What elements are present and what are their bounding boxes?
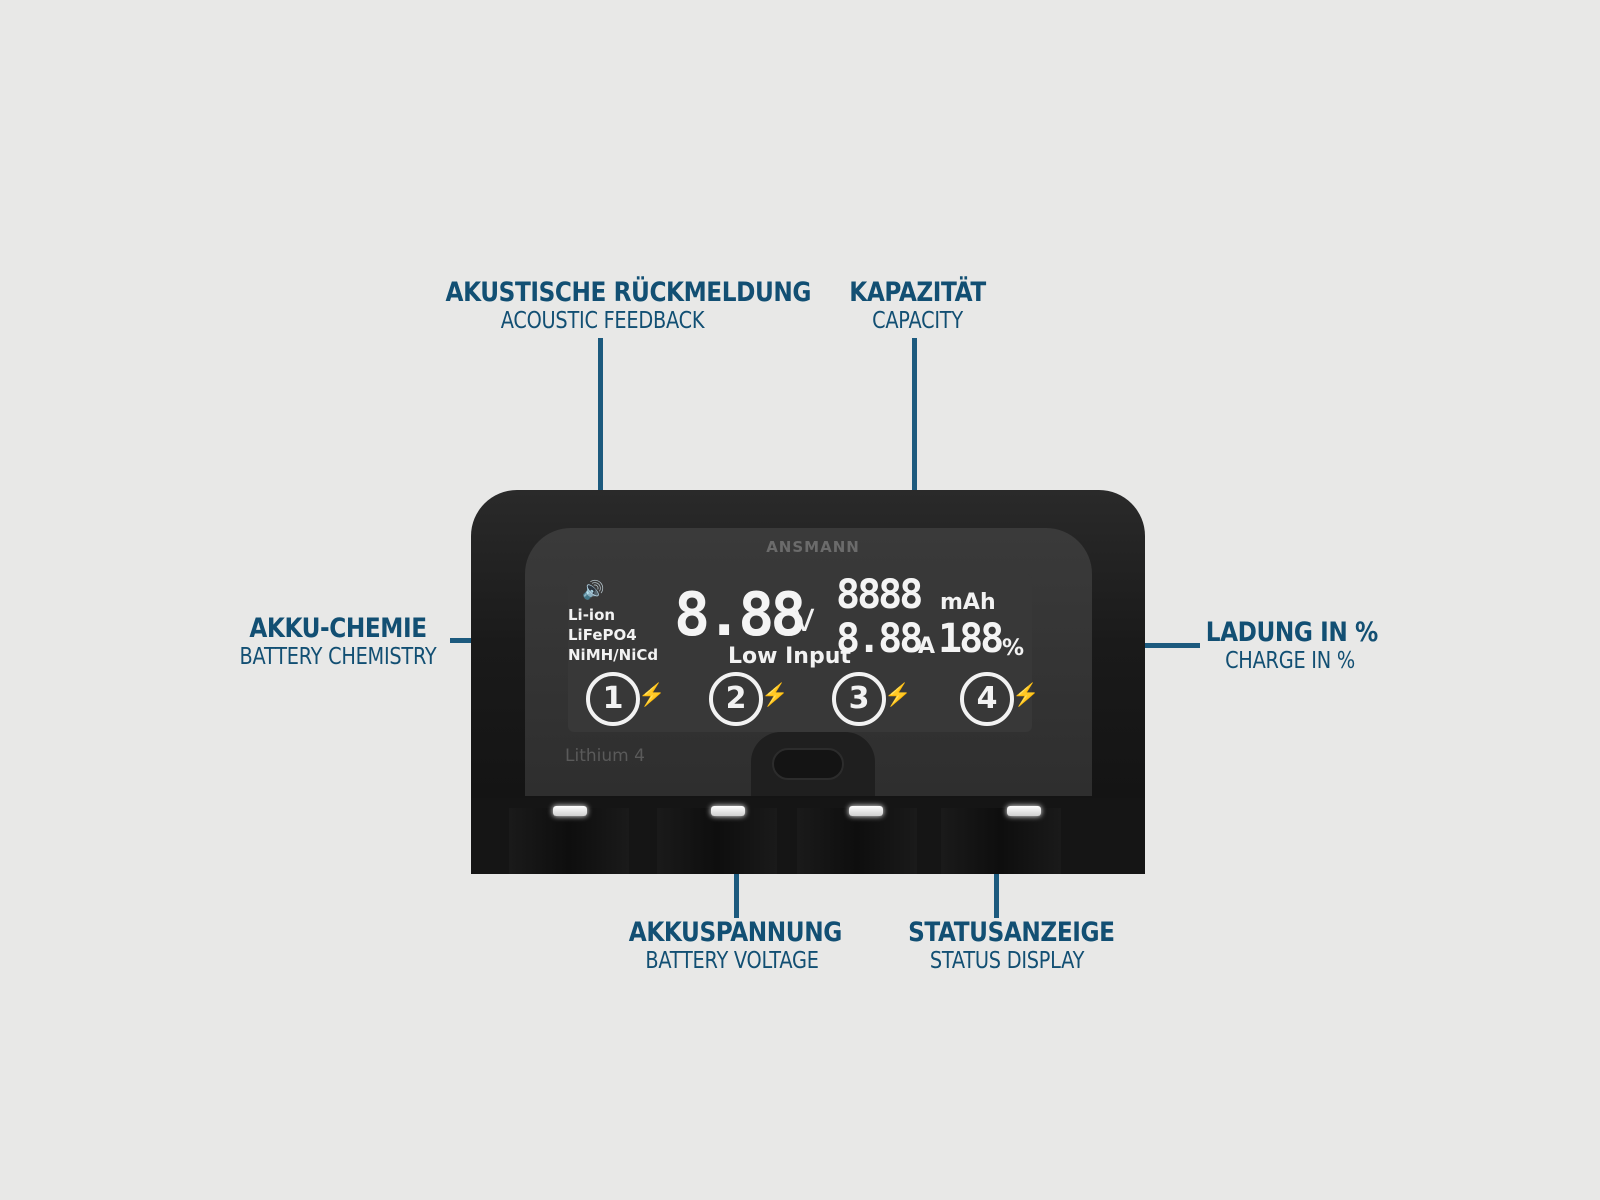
leader-line-capacity bbox=[912, 338, 917, 564]
lightning-bolt-icon: ⚡ bbox=[761, 682, 789, 707]
lightning-bolt-icon: ⚡ bbox=[638, 682, 666, 707]
slot-3-led bbox=[849, 806, 883, 816]
voltage-digits: 8.88 bbox=[674, 580, 806, 650]
slot-2-icon: 2 bbox=[709, 672, 763, 726]
battery-slots bbox=[471, 798, 1145, 874]
callout-title-de: AKKUSPANNUNG bbox=[628, 917, 842, 948]
chemistry-lifepo4: LiFePO4 bbox=[568, 626, 637, 644]
callout-title-de: KAPAZITÄT bbox=[849, 277, 986, 308]
callout-charge-percent: LADUNG IN % CHARGE IN % bbox=[1192, 617, 1388, 675]
percent-digits: 188 bbox=[938, 616, 1004, 662]
capacity-digits: 8888 bbox=[836, 572, 923, 618]
brand-logo: ANSMANN bbox=[766, 538, 860, 556]
callout-title-en: CHARGE IN % bbox=[1225, 648, 1355, 674]
callout-battery-chemistry: AKKU-CHEMIE BATTERY CHEMISTRY bbox=[212, 613, 464, 671]
callout-title-en: STATUS DISPLAY bbox=[929, 948, 1085, 974]
percent-unit: % bbox=[1002, 636, 1025, 661]
callout-title-de: STATUSANZEIGE bbox=[908, 917, 1115, 948]
slot-2-led bbox=[711, 806, 745, 816]
callout-title-en: CAPACITY bbox=[872, 308, 963, 334]
battery-slot-2 bbox=[657, 808, 777, 874]
battery-slot-4 bbox=[941, 808, 1061, 874]
capacity-unit: mAh bbox=[940, 590, 996, 615]
speaker-icon: 🔊 bbox=[582, 580, 605, 601]
chemistry-nimh-nicd: NiMH/NiCd bbox=[568, 646, 659, 664]
current-digits: 8.88 bbox=[836, 616, 923, 662]
callout-title-en: BATTERY VOLTAGE bbox=[645, 948, 819, 974]
charger-front-panel: ANSMANN 🔊 Li-ion LiFePO4 NiMH/NiCd 8.88 … bbox=[525, 528, 1092, 796]
chemistry-li-ion: Li-ion bbox=[568, 606, 616, 624]
callout-status-display: STATUSANZEIGE STATUS DISPLAY bbox=[892, 917, 1122, 975]
low-input-indicator: Low Input bbox=[728, 644, 851, 669]
callout-title-en: ACOUSTIC FEEDBACK bbox=[500, 308, 705, 334]
callout-title-de: AKUSTISCHE RÜCKMELDUNG bbox=[445, 277, 812, 308]
current-unit: A bbox=[918, 634, 936, 659]
callout-title-en: BATTERY CHEMISTRY bbox=[239, 644, 437, 670]
callout-title-de: LADUNG IN % bbox=[1205, 617, 1379, 648]
battery-charger: ANSMANN 🔊 Li-ion LiFePO4 NiMH/NiCd 8.88 … bbox=[471, 490, 1145, 874]
leader-line-acoustic bbox=[598, 338, 603, 564]
voltage-unit: V bbox=[794, 604, 815, 639]
callout-title-de: AKKU-CHEMIE bbox=[249, 613, 427, 644]
callout-battery-voltage: AKKUSPANNUNG BATTERY VOLTAGE bbox=[612, 917, 852, 975]
slot-3-icon: 3 bbox=[832, 672, 886, 726]
battery-slot-1 bbox=[509, 808, 629, 874]
callout-capacity: KAPAZITÄT CAPACITY bbox=[830, 277, 1005, 335]
mode-button[interactable] bbox=[772, 748, 844, 780]
lightning-bolt-icon: ⚡ bbox=[1012, 682, 1040, 707]
battery-slot-3 bbox=[797, 808, 917, 874]
slot-1-led bbox=[553, 806, 587, 816]
slot-4-icon: 4 bbox=[960, 672, 1014, 726]
slot-1-icon: 1 bbox=[586, 672, 640, 726]
model-label: Lithium 4 bbox=[565, 746, 645, 766]
slot-4-led bbox=[1007, 806, 1041, 816]
lcd-display: 🔊 Li-ion LiFePO4 NiMH/NiCd 8.88 V Low In… bbox=[568, 572, 1039, 732]
lightning-bolt-icon: ⚡ bbox=[884, 682, 912, 707]
callout-acoustic-feedback: AKUSTISCHE RÜCKMELDUNG ACOUSTIC FEEDBACK bbox=[420, 277, 812, 335]
